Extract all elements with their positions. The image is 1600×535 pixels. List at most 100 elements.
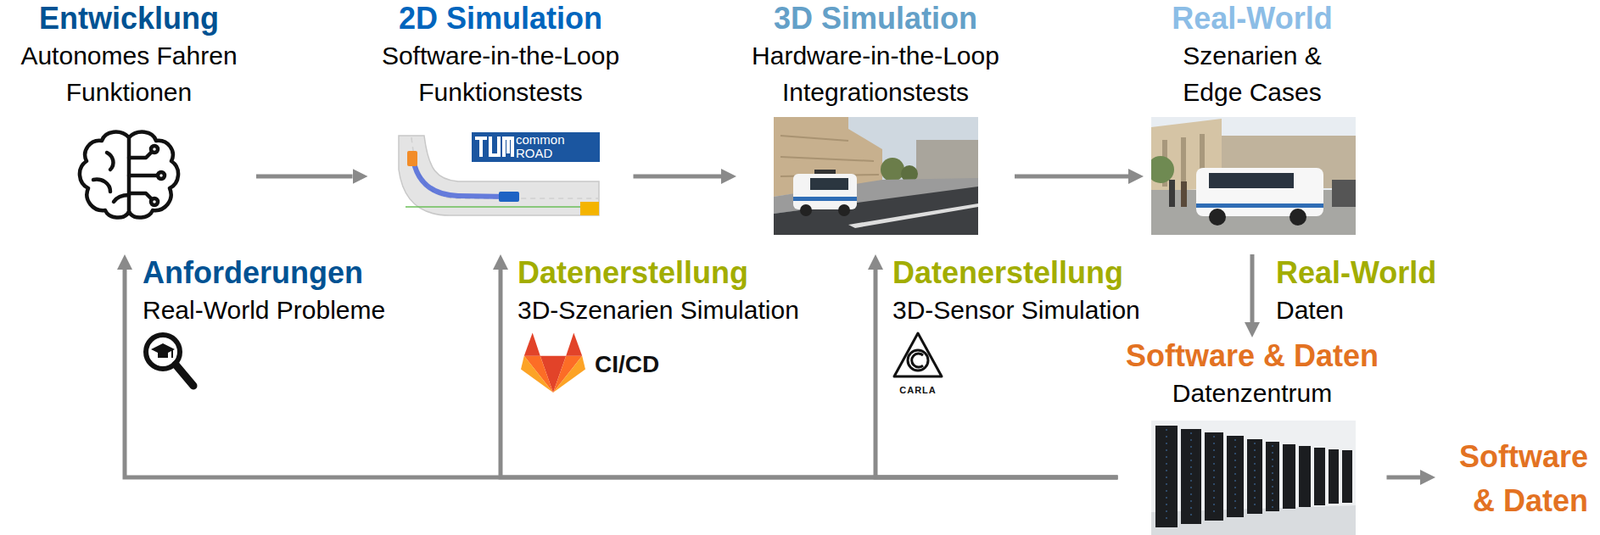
node-text: Software-in-the-Loop Funktionstests	[375, 37, 627, 111]
datacenter-photo	[1166, 429, 1273, 525]
node-heading: Software & Daten	[1124, 337, 1381, 375]
simulation-picture	[800, 204, 812, 217]
logo-caption: CI/CD	[517, 347, 801, 382]
simulation-picture	[793, 173, 857, 210]
commonroad-scene	[580, 201, 599, 216]
node-heading: Datenerstellung	[892, 254, 1142, 292]
annotation-node: Real-WorldDaten	[1269, 254, 1446, 331]
simulation-picture	[773, 117, 979, 235]
stage-node: 3D SimulationHardware-in-the-Loop Integr…	[736, 0, 1015, 255]
commonroad-scene	[405, 206, 599, 208]
gitlab-logo	[520, 332, 586, 393]
commonroad-scene	[502, 136, 506, 157]
annotation-node: AnforderungenReal-World Probleme	[135, 254, 395, 331]
datacenter-photo	[1298, 446, 1311, 508]
simulation-picture	[838, 204, 851, 217]
commonroad-scene	[398, 132, 600, 216]
node-text: Real-World Probleme	[142, 291, 388, 329]
connectors	[124, 176, 1421, 478]
flow-arrow	[1387, 475, 1421, 481]
datacenter-photo	[1282, 444, 1296, 510]
node-text: 3D-Szenarien Simulation	[517, 291, 801, 329]
vehicle-photo	[1289, 208, 1307, 226]
node-text: 3D-Sensor Simulation	[892, 291, 1142, 329]
node-heading: Real-World	[1150, 0, 1354, 38]
carla-logo	[907, 350, 929, 371]
research-icon	[171, 350, 174, 359]
commonroad-scene	[407, 151, 418, 167]
brain-icon	[128, 132, 179, 219]
brain-icon	[151, 198, 158, 206]
commonroad-scene	[506, 136, 510, 154]
gitlab-logo	[520, 356, 554, 393]
annotation-node: Datenerstellung3D-Sensor SimulationCARLA	[885, 254, 1149, 398]
research-icon	[157, 352, 168, 359]
stage-node: 2D SimulationSoftware-in-the-Loop Funkti…	[368, 0, 634, 255]
brain-icon	[128, 173, 158, 179]
node-heading: 2D Simulation	[374, 0, 627, 38]
node-text: Hardware-in-the-Loop Integrationstests	[744, 37, 1007, 111]
gitlab-logo	[565, 332, 582, 356]
carla-logo	[894, 333, 942, 377]
brain-icon	[128, 193, 152, 199]
carla-logo	[911, 353, 924, 368]
vehicle-photo	[1151, 117, 1356, 235]
datacenter-photo	[1151, 420, 1356, 535]
node-heading: Anforderungen	[142, 254, 388, 292]
simulation-picture	[780, 135, 879, 177]
annotation-node: Datenerstellung3D-Szenarien SimulationCI…	[510, 254, 808, 384]
brain-icon	[79, 132, 179, 219]
annotation-node: Software & Daten	[1435, 435, 1595, 526]
vehicle-photo	[1180, 137, 1187, 187]
vehicle-photo	[1151, 156, 1175, 184]
datacenter-photo	[1226, 436, 1244, 518]
node-text: Daten	[1275, 291, 1439, 329]
logo-text: common ROAD	[515, 133, 597, 161]
node-text: Autonomes Fahren Funktionen	[9, 37, 249, 111]
node-text: Szenarien & Edge Cases	[1175, 37, 1329, 111]
datacenter-photo	[1191, 432, 1192, 521]
flow-arrow	[256, 174, 353, 180]
research-icon	[175, 364, 194, 387]
node-heading: Real-World	[1275, 254, 1439, 292]
commonroad-scene	[498, 191, 520, 202]
datacenter-photo	[1265, 441, 1280, 512]
simulation-picture	[916, 139, 979, 181]
brain-icon	[157, 172, 165, 180]
flow-arrow	[633, 174, 722, 180]
datacenter-photo	[1180, 429, 1202, 525]
vehicle-photo	[1208, 208, 1226, 226]
datacenter-photo	[1247, 439, 1263, 515]
commonroad-scene	[471, 132, 600, 163]
stage-node: Real-WorldSzenarien & Edge Cases	[1143, 0, 1361, 255]
simulation-picture	[880, 157, 905, 182]
vehicle-photo	[1208, 173, 1294, 189]
simulation-picture	[780, 135, 849, 141]
datacenter-photo	[1204, 432, 1224, 521]
brain-icon	[93, 179, 111, 192]
vehicle-photo	[1180, 181, 1187, 207]
flow-arrow	[1250, 254, 1255, 323]
node-heading: Software & Daten	[1443, 435, 1589, 524]
commonroad-scene	[475, 136, 515, 157]
vehicle-photo	[1151, 117, 1356, 235]
commonroad-scene	[510, 136, 515, 157]
simulation-picture	[848, 203, 979, 229]
datacenter-photo	[1328, 449, 1339, 504]
brain-icon	[106, 152, 113, 170]
datacenter-photo	[1166, 429, 1168, 525]
commonroad-scene	[479, 136, 483, 157]
datacenter-photo	[1254, 442, 1256, 511]
node-heading: 3D Simulation	[743, 0, 1008, 38]
datacenter-photo	[1155, 425, 1178, 528]
flow-arrow	[1014, 174, 1129, 180]
datacenter-photo	[1342, 450, 1353, 504]
brain-icon	[151, 145, 158, 153]
node-text: Datenzentrum	[1124, 374, 1381, 412]
vehicle-photo	[1196, 203, 1324, 208]
vehicle-photo	[1331, 179, 1356, 207]
simulation-picture	[793, 196, 857, 202]
simulation-picture	[810, 178, 849, 191]
datacenter-photo	[1151, 420, 1356, 535]
